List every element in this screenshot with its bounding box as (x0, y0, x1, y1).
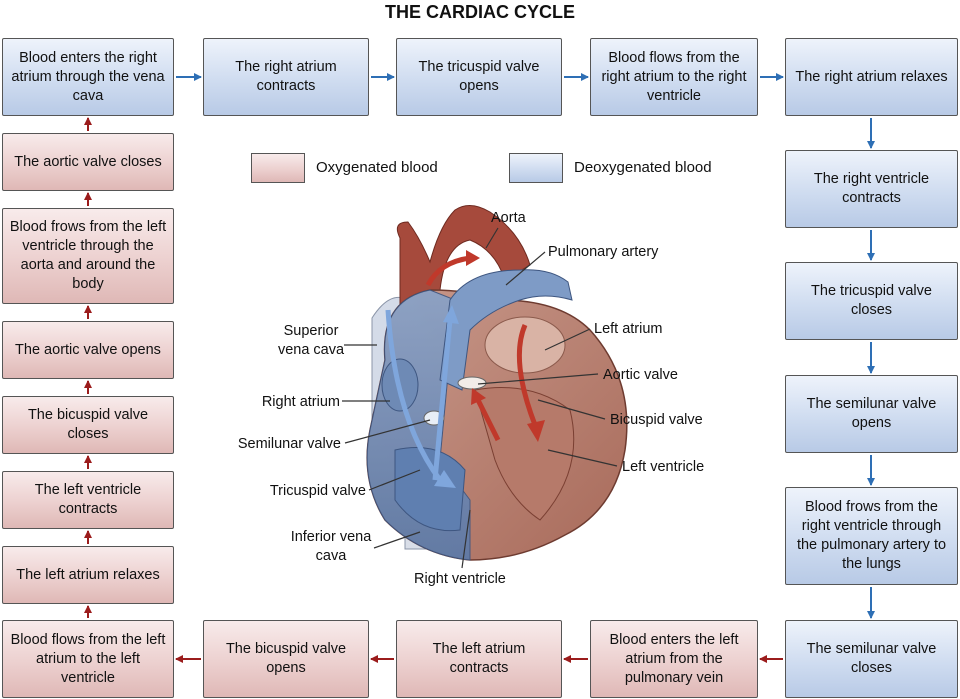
left-atrium-chamber (484, 316, 566, 374)
aorta-flow-arrow (425, 255, 471, 287)
pulmonary-flow-arrowhead (443, 305, 459, 324)
step-blood-enters-right-atrium: Blood enters the right atrium through th… (2, 38, 174, 116)
label-pulmonary-artery: Pulmonary artery (548, 244, 659, 260)
left-atrium-flow-arrowhead (527, 420, 545, 442)
label-aorta: Aorta (491, 210, 526, 226)
label-right-ventricle: Right ventricle (414, 571, 506, 587)
left-ventricle-flow-arrow (475, 398, 501, 442)
leader-left-atrium (544, 328, 591, 351)
label-aortic-valve: Aortic valve (603, 367, 678, 383)
legend-oxygenated-label: Oxygenated blood (316, 159, 438, 176)
step-right-ventricle-contracts: The right ventricle contracts (785, 150, 958, 228)
step-left-atrium-contracts: The left atrium contracts (396, 620, 562, 698)
step-blood-enters-left-atrium: Blood enters the left atrium from the pu… (590, 620, 758, 698)
step-bicuspid-valve-opens: The bicuspid valve opens (203, 620, 369, 698)
aorta-flow-arrowhead (466, 250, 480, 266)
label-left-atrium: Left atrium (594, 321, 663, 337)
step-tricuspid-valve-closes: The tricuspid valve closes (785, 262, 958, 340)
aorta-vessel (396, 205, 531, 371)
step-blood-flows-to-right-ventricle: Blood flows from the right atrium to the… (590, 38, 758, 116)
step-semilunar-valve-closes: The semilunar valve closes (785, 620, 958, 698)
step-left-ventricle-contracts: The left ventricle contracts (2, 471, 174, 529)
aortic-valve-shape (457, 376, 487, 390)
leader-pulmonary-artery (505, 251, 546, 286)
label-superior-vena-cava: Superior vena cava (277, 323, 345, 358)
step-semilunar-valve-opens: The semilunar valve opens (785, 375, 958, 453)
legend-oxygenated-swatch (251, 153, 305, 183)
step-blood-to-lungs: Blood frows from the right ventricle thr… (785, 487, 958, 585)
label-semilunar-valve: Semilunar valve (237, 436, 341, 452)
leader-aortic-valve (477, 373, 599, 385)
leader-tricuspid-valve (368, 469, 421, 491)
leader-left-ventricle (547, 449, 618, 467)
diagram-title: THE CARDIAC CYCLE (384, 2, 575, 22)
leader-aorta (485, 227, 499, 249)
label-tricuspid-valve: Tricuspid valve (269, 483, 366, 499)
step-bicuspid-valve-closes: The bicuspid valve closes (2, 396, 174, 454)
pulmonary-flow-arrow (432, 319, 453, 481)
label-bicuspid-valve: Bicuspid valve (610, 412, 703, 428)
step-tricuspid-valve-opens: The tricuspid valve opens (396, 38, 562, 116)
legend-deoxygenated-swatch (509, 153, 563, 183)
legend-deoxygenated-label: Deoxygenated blood (574, 159, 712, 176)
left-ventricle-flow-arrowhead (471, 388, 486, 405)
label-right-atrium: Right atrium (261, 394, 340, 410)
leader-inferior-vena-cava (373, 531, 421, 549)
leader-right-ventricle (461, 509, 471, 569)
step-left-atrium-relaxes: The left atrium relaxes (2, 546, 174, 604)
vena-cava-flow-arrowhead (434, 470, 456, 488)
step-aortic-valve-opens: The aortic valve opens (2, 321, 174, 379)
vena-cava-flow-arrow (385, 309, 443, 482)
leader-bicuspid-valve (537, 399, 606, 420)
step-blood-flows-to-left-ventricle: Blood flows from the left atrium to the … (2, 620, 174, 698)
step-blood-to-body: Blood frows from the left ventricle thro… (2, 208, 174, 304)
label-left-ventricle: Left ventricle (622, 459, 705, 475)
label-inferior-vena-cava: Inferior vena cava (290, 529, 372, 564)
step-aortic-valve-closes: The aortic valve closes (2, 133, 174, 191)
step-right-atrium-relaxes: The right atrium relaxes (785, 38, 958, 116)
leader-semilunar-valve (344, 419, 431, 444)
step-right-atrium-contracts: The right atrium contracts (203, 38, 369, 116)
pulmonary-artery-vessel (439, 269, 573, 391)
left-atrium-flow-arrow (516, 324, 538, 426)
